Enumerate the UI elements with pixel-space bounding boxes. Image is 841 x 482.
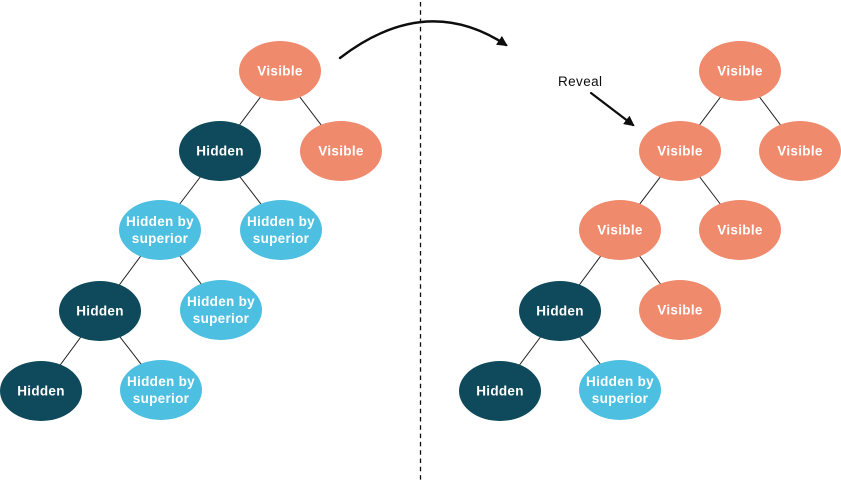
node-label: Visible: [318, 144, 364, 159]
node-label: Hidden: [17, 384, 65, 399]
node-ellipse: [300, 121, 382, 181]
node-ellipse: [59, 281, 141, 341]
tree-node-visible: Visible: [639, 121, 721, 181]
node-ellipse: [239, 41, 321, 101]
reveal-annotation: Reveal: [558, 74, 635, 127]
node-ellipse: [0, 361, 82, 421]
node-ellipse: [579, 360, 661, 420]
tree-node-visible: Visible: [699, 41, 781, 101]
tree-node-visible: Visible: [579, 200, 661, 260]
node-label: Visible: [777, 144, 823, 159]
node-ellipse: [120, 360, 202, 420]
node-ellipse: [759, 121, 841, 181]
node-label: Hidden: [536, 304, 584, 319]
tree-node-hidden: Hidden: [459, 361, 541, 421]
node-ellipse: [639, 280, 721, 340]
tree-node-visible: Visible: [300, 121, 382, 181]
node-ellipse: [180, 280, 262, 340]
node-label: Visible: [717, 223, 763, 238]
transition-curved-arrow: [338, 20, 508, 60]
node-label: Hidden: [476, 384, 524, 399]
node-ellipse: [579, 200, 661, 260]
tree-node-hidden: Hidden: [59, 281, 141, 341]
node-label: Visible: [257, 64, 303, 79]
node-ellipse: [240, 200, 322, 260]
node-label: Hidden: [76, 304, 124, 319]
tree-node-visible: Visible: [759, 121, 841, 181]
node-label: Visible: [597, 223, 643, 238]
reveal-label: Reveal: [558, 74, 602, 89]
node-ellipse: [639, 121, 721, 181]
reveal-arrow: [589, 91, 635, 127]
node-ellipse: [179, 121, 261, 181]
tree-node-hidden: Hidden: [0, 361, 82, 421]
node-ellipse: [519, 281, 601, 341]
node-label: Visible: [657, 303, 703, 318]
node-ellipse: [699, 41, 781, 101]
tree-node-visible: Visible: [699, 200, 781, 260]
tree-node-visible: Visible: [239, 41, 321, 101]
tree-node-visible: Visible: [639, 280, 721, 340]
node-ellipse: [119, 200, 201, 260]
node-ellipse: [699, 200, 781, 260]
node-ellipse: [459, 361, 541, 421]
node-label: Visible: [717, 64, 763, 79]
tree-node-hidden: Hidden: [519, 281, 601, 341]
node-label: Visible: [657, 144, 703, 159]
node-label: Hidden: [196, 144, 244, 159]
tree-node-hidden: Hidden: [179, 121, 261, 181]
